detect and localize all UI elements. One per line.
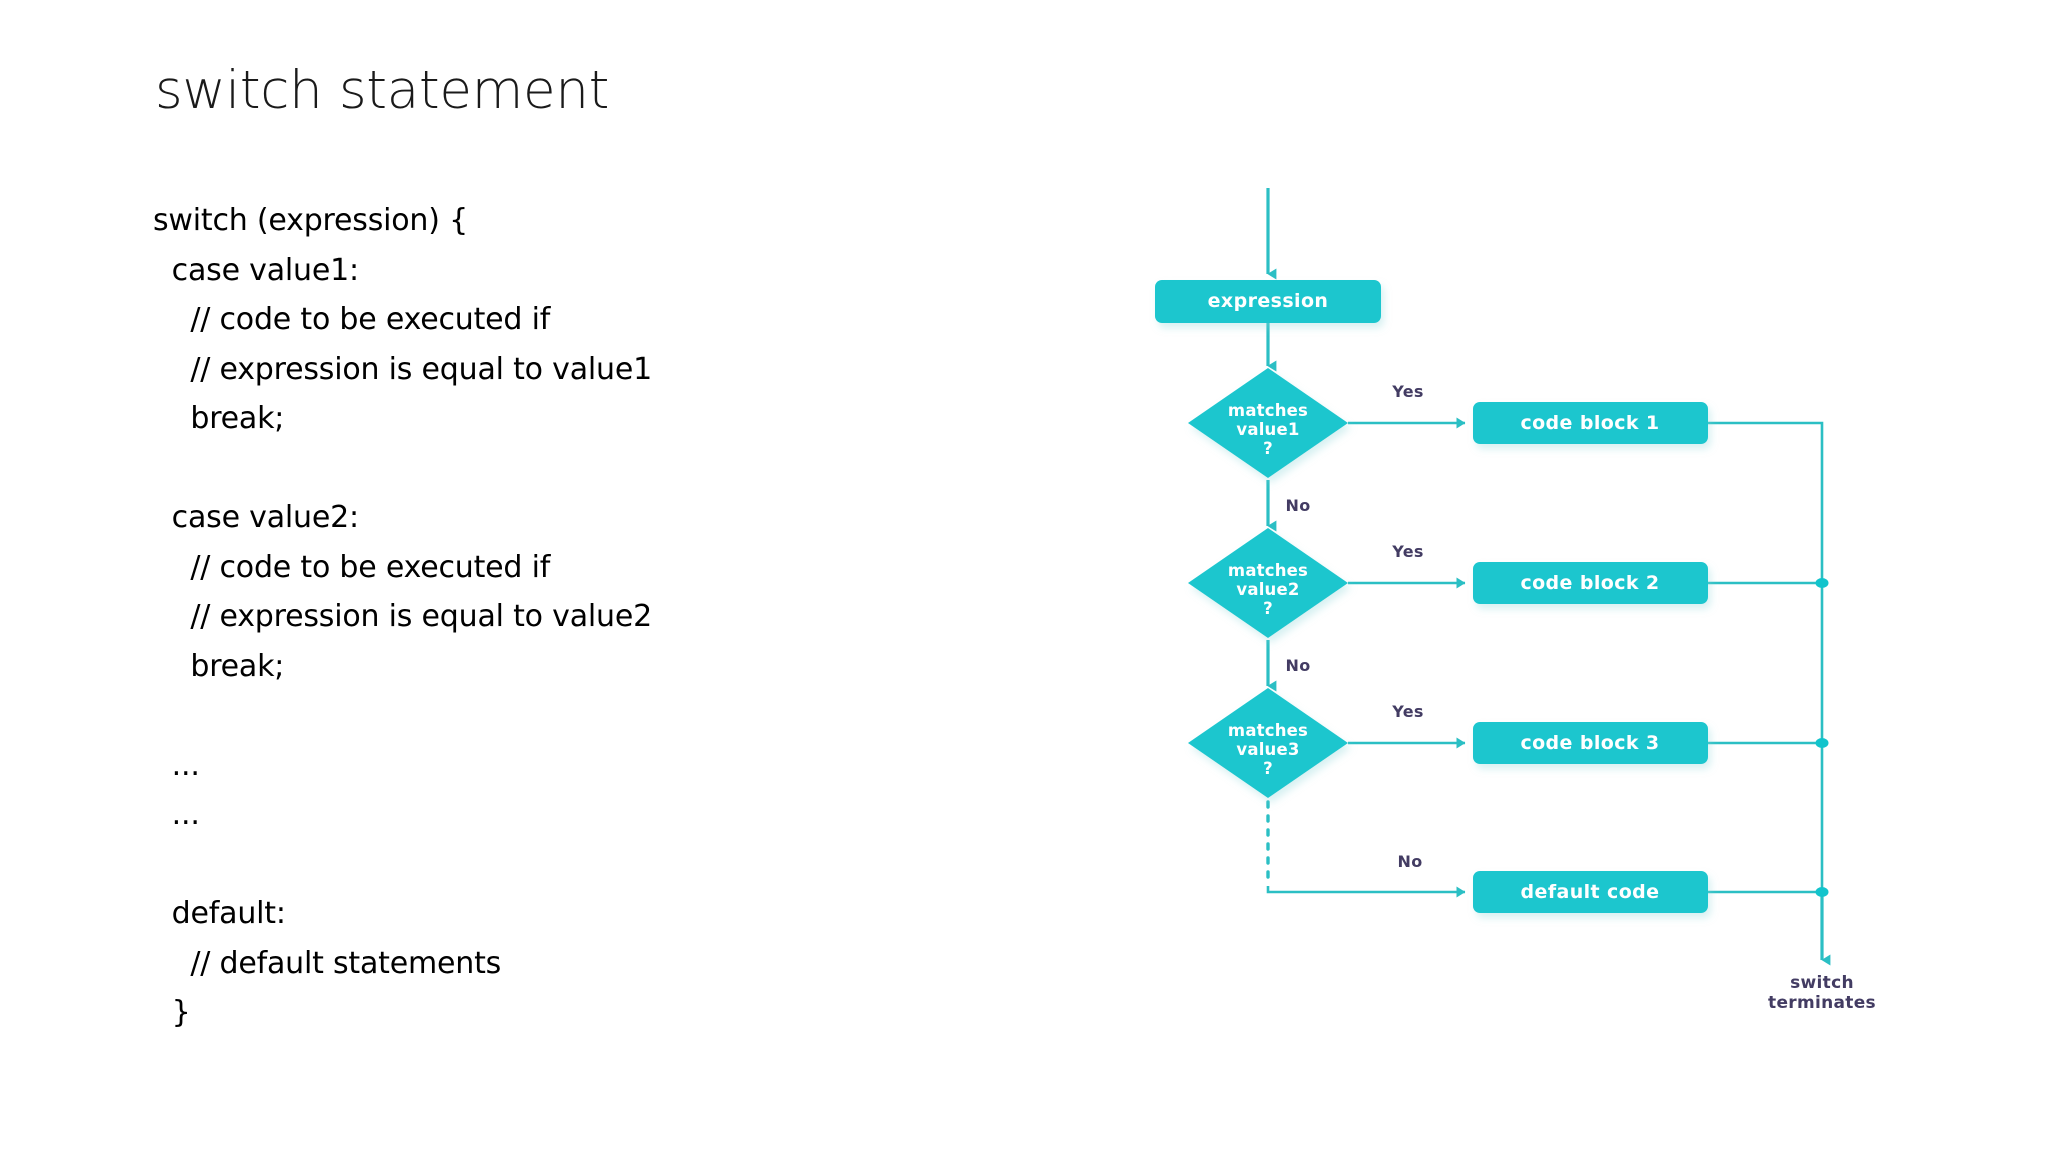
edge-label-decision1-no: No: [1286, 496, 1311, 515]
code-line-blank: [153, 444, 873, 494]
flow-node-expression-label: expression: [1208, 290, 1329, 312]
code-line: // expression is equal to value1: [153, 351, 653, 387]
code-line: // default statements: [153, 945, 502, 981]
flow-decision-2-line3: ?: [1263, 599, 1273, 618]
edge-label-decision3-yes: Yes: [1391, 702, 1423, 721]
edge-label-decision2-no: No: [1286, 656, 1311, 675]
junction-dot-default: [1815, 887, 1829, 897]
code-line: default:: [153, 896, 286, 931]
code-line: // expression is equal to value2: [153, 599, 653, 634]
flow-node-code-block-3[interactable]: code block 3: [1473, 722, 1708, 764]
flow-decision-3-line3: ?: [1263, 759, 1273, 778]
code-line-blank: [153, 691, 873, 741]
flow-decision-3-line1: matches: [1228, 721, 1308, 740]
code-line: ...: [153, 797, 200, 832]
junction-dot-block2: [1815, 578, 1829, 588]
flow-node-code-block-1-label: code block 1: [1520, 412, 1659, 434]
edge-label-decision3-no: No: [1398, 852, 1423, 871]
switch-flowchart-diagram: expression matches value1 ? matches valu…: [1120, 170, 1960, 1030]
flow-decision-1-line3: ?: [1263, 439, 1273, 458]
flow-decision-matches-value3[interactable]: matches value3 ?: [1188, 688, 1348, 798]
edge-label-decision1-yes: Yes: [1391, 382, 1423, 401]
code-line: ...: [153, 747, 200, 783]
code-line: case value1:: [153, 252, 359, 288]
flow-node-default-code-label: default code: [1521, 881, 1660, 903]
code-line: break;: [153, 648, 285, 684]
code-line: break;: [153, 401, 285, 436]
terminus-label-line1: switch: [1790, 973, 1854, 993]
code-line-blank: [153, 840, 873, 890]
flow-decision-2-line1: matches: [1228, 561, 1308, 580]
flow-node-expression[interactable]: expression: [1155, 280, 1381, 323]
page-title: switch statement: [155, 60, 610, 121]
flow-decision-3-line2: value3: [1236, 740, 1299, 759]
code-line: // code to be executed if: [153, 549, 551, 585]
flow-decision-matches-value2[interactable]: matches value2 ?: [1188, 528, 1348, 638]
edge-label-decision2-yes: Yes: [1391, 542, 1423, 561]
code-line: switch (expression) {: [153, 203, 468, 238]
flow-node-code-block-2-label: code block 2: [1520, 572, 1659, 594]
flow-node-default-code[interactable]: default code: [1473, 871, 1708, 913]
flow-node-code-block-1[interactable]: code block 1: [1473, 402, 1708, 444]
code-line: // code to be executed if: [153, 302, 551, 337]
flow-node-code-block-3-label: code block 3: [1520, 732, 1659, 754]
flow-decision-2-line2: value2: [1236, 580, 1299, 599]
terminus-label-line2: terminates: [1768, 993, 1876, 1013]
junction-dot-block3: [1815, 738, 1829, 748]
flow-decision-1-line1: matches: [1228, 401, 1308, 420]
edge-block1-to-rail: [1708, 421, 1824, 950]
code-line: case value2:: [153, 500, 359, 535]
code-listing: switch (expression) { case value1: // co…: [153, 196, 873, 1038]
edge-decision3-no-to-default: [1266, 886, 1466, 898]
flow-decision-1-line2: value1: [1236, 420, 1299, 439]
flow-decision-matches-value1[interactable]: matches value1 ?: [1188, 368, 1348, 478]
flow-node-code-block-2[interactable]: code block 2: [1473, 562, 1708, 604]
code-line: }: [153, 995, 191, 1030]
